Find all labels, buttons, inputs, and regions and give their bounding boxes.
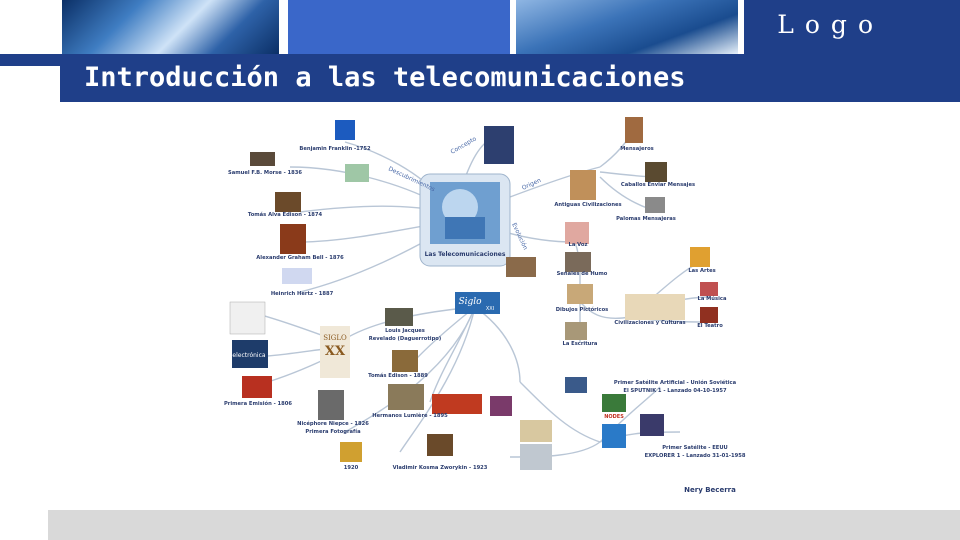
slide-title: Introducción a las telecomunicaciones	[84, 62, 686, 93]
node-daguerrotipo: Revelado (Daguerrotipo)	[369, 336, 441, 342]
connector-concepto: Concepto	[450, 135, 478, 155]
header-left-blank	[0, 0, 58, 54]
title-strip-left	[0, 54, 60, 66]
node-sputnik-date: El SPUTNIK 1 - Lanzado 04-10-1957	[623, 388, 727, 394]
node-primera-emision: Primera Emisión - 1806	[224, 400, 292, 407]
node-explorer-title: Primer Satélite - EEUU	[662, 444, 728, 451]
node-edison-1889: Tomás Edison - 1889	[368, 372, 428, 379]
author-credit: Nery Becerra	[684, 486, 736, 494]
image-text-xxi: XXI	[486, 306, 494, 312]
node-edison-1874: Tomás Alva Edison - 1874	[248, 211, 323, 218]
node-teatro: El Teatro	[697, 323, 723, 329]
node-1920: 1920	[344, 465, 359, 471]
image-text-electronica: electrónica	[232, 352, 265, 359]
image-text-siglo: SIGLO	[323, 334, 347, 342]
node-bell: Alexander Graham Bell - 1876	[256, 255, 344, 261]
node-artes: Las Artes	[688, 268, 715, 274]
header-panel-blue	[288, 0, 510, 54]
header-logo-panel	[744, 0, 960, 54]
node-morse: Samuel F.B. Morse - 1836	[228, 170, 302, 176]
header-image-waves	[62, 0, 279, 54]
mindmap-center-node: Las Telecomunicaciones	[419, 173, 511, 267]
node-hertz: Heinrich Hertz - 1887	[271, 291, 334, 297]
title-bar	[60, 54, 960, 102]
image-text-siglo-xxi: Siglo	[458, 297, 482, 307]
image-text-nodes: NODES	[604, 414, 624, 420]
node-caballos: Caballos Enviar Mensajes	[621, 182, 695, 188]
mindmap-thumbnails	[229, 117, 718, 470]
image-text-xx: XX	[325, 344, 346, 359]
node-mensajeros: Mensajeros	[620, 146, 653, 152]
node-senales-humo: Señales de Humo	[557, 271, 608, 277]
node-civilizaciones-culturas: Civilizaciones y Culturas	[614, 320, 685, 326]
mindmap-node-labels: Benjamin Franklin -1752 Samuel F.B. Mors…	[224, 146, 746, 471]
node-explorer-date: EXPLORER 1 - Lanzado 31-01-1958	[645, 453, 746, 459]
header-image-sky	[516, 0, 738, 54]
node-civilizaciones-antiguas: Antiguas Civilizaciones	[554, 202, 621, 208]
node-primera-fotografia: Primera Fotografía	[305, 428, 361, 435]
node-louis-jacques: Louis Jacques	[385, 328, 425, 334]
telecom-mindmap: Las Telecomunicaciones Concepto Descubri…	[224, 117, 746, 494]
node-palomas: Palomas Mensajeras	[616, 216, 676, 222]
node-la-voz: La Voz	[569, 242, 588, 248]
node-franklin: Benjamin Franklin -1752	[299, 146, 371, 152]
node-zworykin: Vladimir Kosma Zworykin - 1923	[393, 465, 488, 471]
node-sputnik-title: Primer Satélite Artificial - Unión Sovié…	[614, 379, 737, 386]
node-dibujos: Dibujos Pictóricos	[556, 306, 609, 313]
node-niepce: Nicéphore Niepce - 1826	[297, 420, 369, 427]
node-escritura: La Escritura	[563, 341, 598, 347]
node-musica: La Música	[698, 295, 727, 302]
node-lumiere: Hermanos Lumière - 1895	[372, 412, 448, 419]
center-node-label: Las Telecomunicaciones	[425, 251, 506, 258]
footer-bar	[48, 510, 960, 540]
logo-text: Logo	[777, 10, 884, 39]
